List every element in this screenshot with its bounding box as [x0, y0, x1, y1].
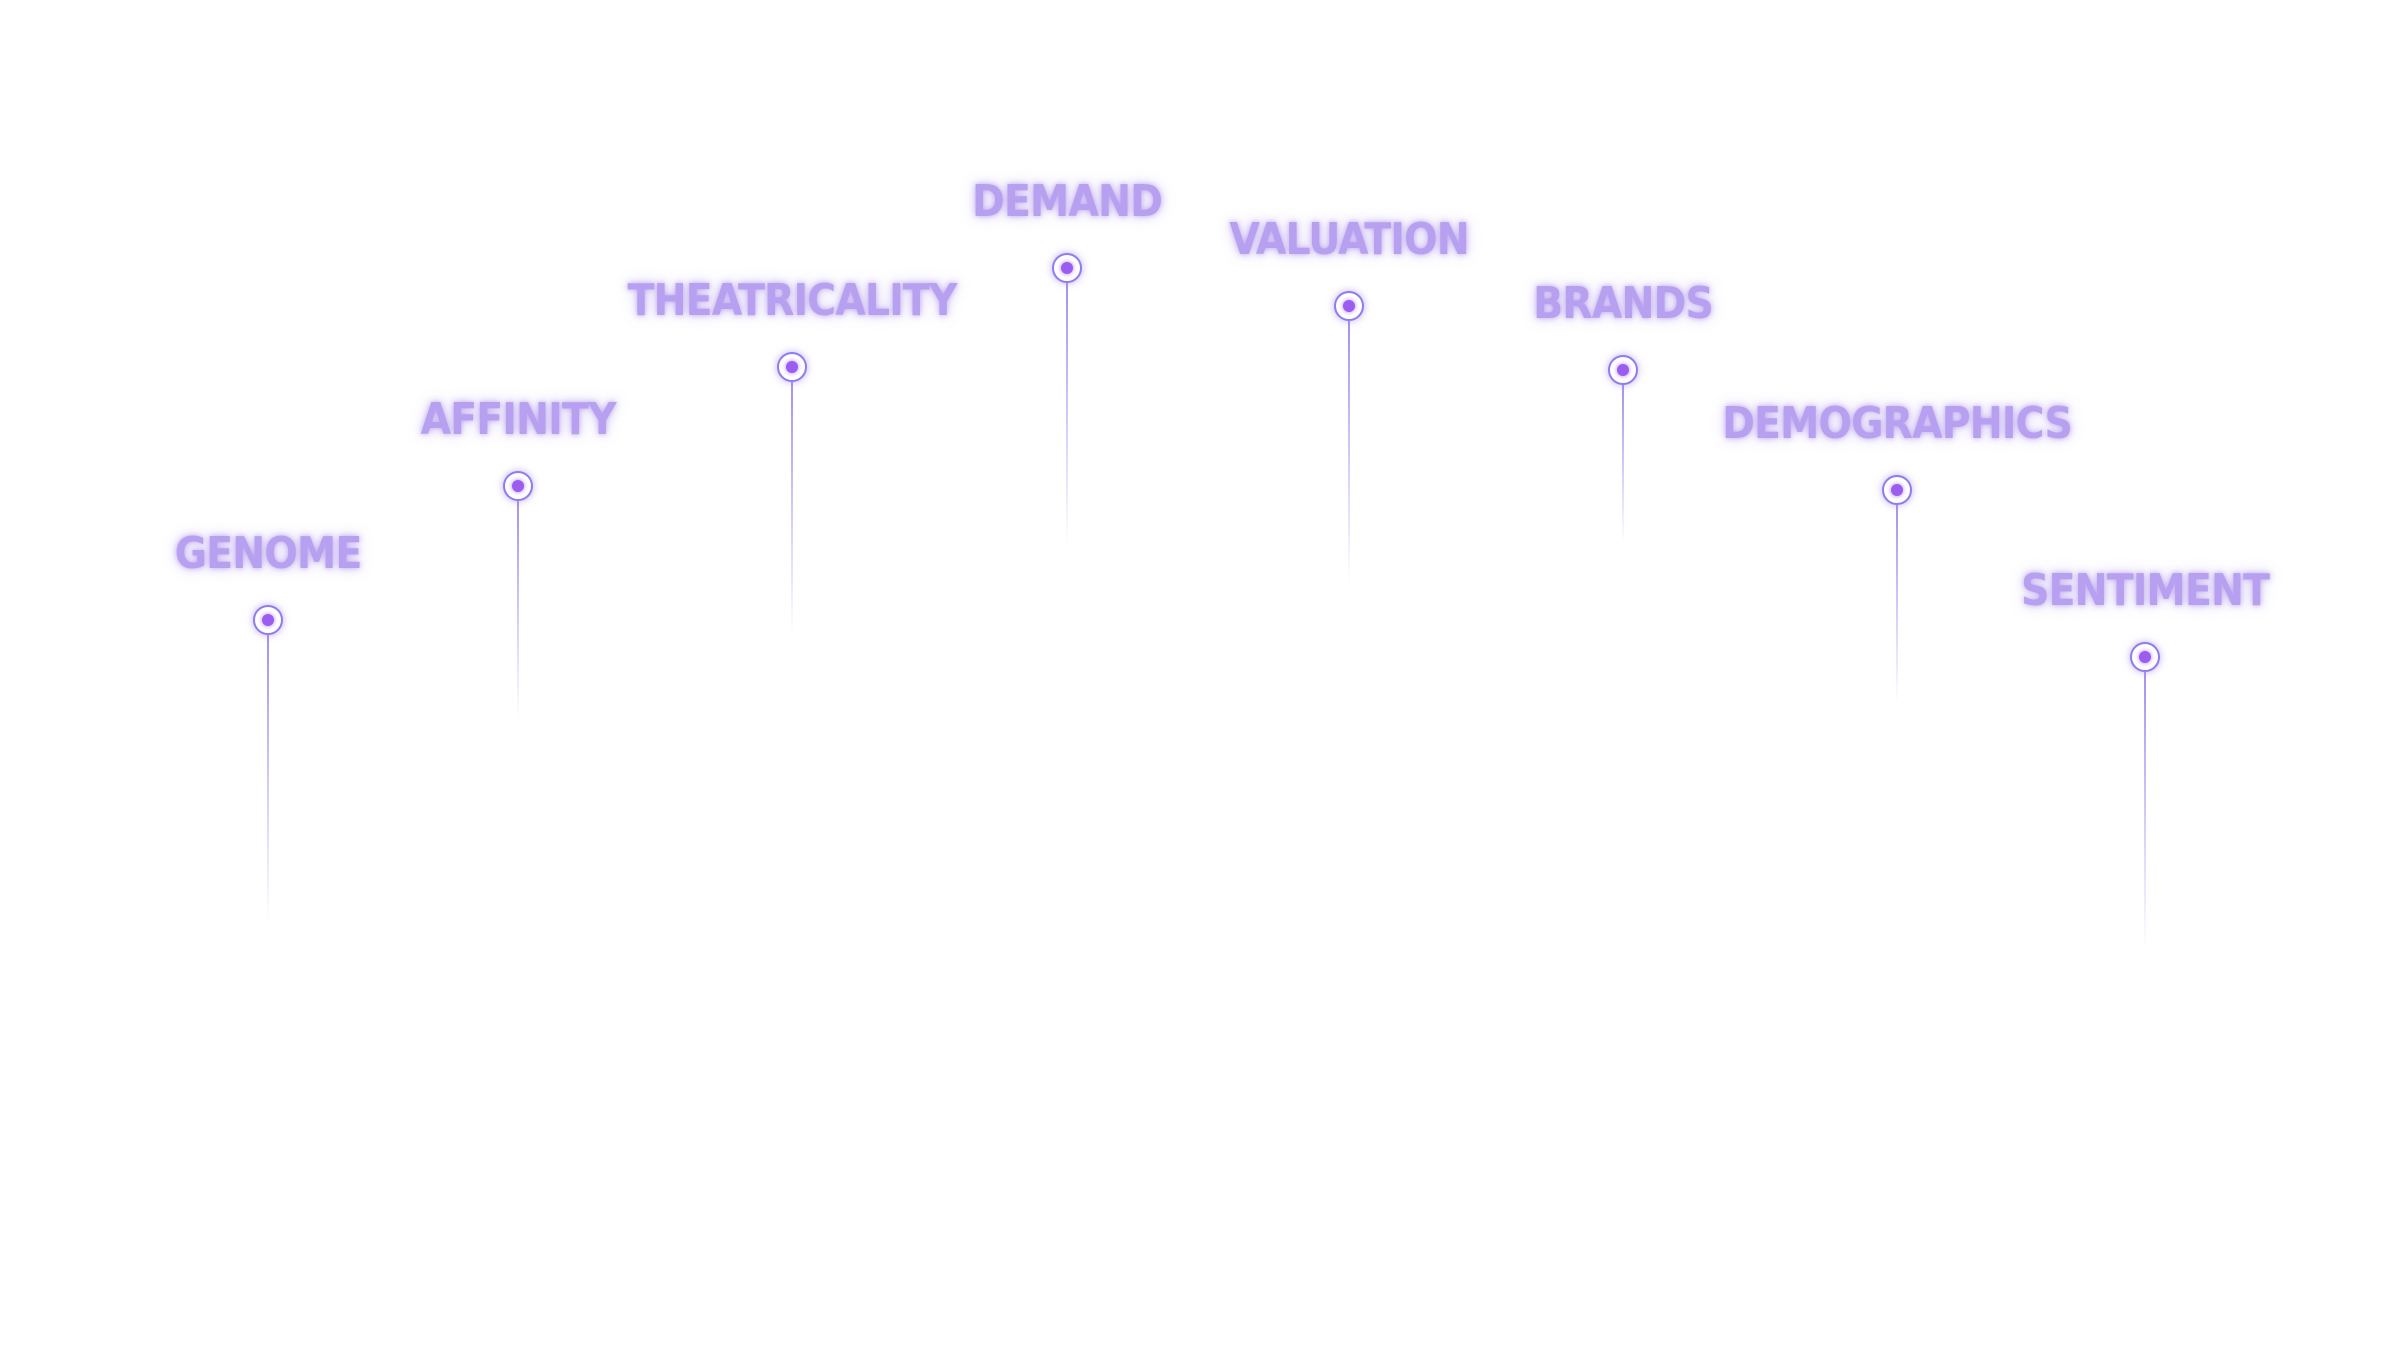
pin-dot-icon — [503, 471, 533, 501]
pin-stem — [1622, 384, 1624, 544]
pin-label-brands: BRANDS — [1533, 278, 1714, 329]
pin-dot-icon — [1052, 253, 1082, 283]
pin-dot-icon — [2130, 642, 2160, 672]
pin-stem — [2144, 671, 2146, 951]
pin-dot-icon — [253, 605, 283, 635]
pin-stem — [517, 500, 519, 720]
pin-dot-icon — [1334, 291, 1364, 321]
pin-label-theatricality: THEATRICALITY — [627, 275, 958, 326]
pin-label-valuation: VALUATION — [1229, 214, 1469, 265]
pin-dot-icon — [1608, 355, 1638, 385]
pin-stem — [1348, 320, 1350, 585]
pin-stem — [1896, 504, 1898, 704]
pin-label-affinity: AFFINITY — [420, 394, 617, 445]
pin-dot-icon — [1882, 475, 1912, 505]
pin-label-demographics: DEMOGRAPHICS — [1722, 398, 2073, 449]
pin-stem — [267, 634, 269, 924]
pin-label-sentiment: SENTIMENT — [2021, 565, 2270, 616]
pin-label-genome: GENOME — [174, 528, 363, 579]
pin-stem — [1066, 282, 1068, 547]
pin-label-demand: DEMAND — [972, 176, 1163, 227]
pin-dot-icon — [777, 352, 807, 382]
pin-stem — [791, 381, 793, 636]
